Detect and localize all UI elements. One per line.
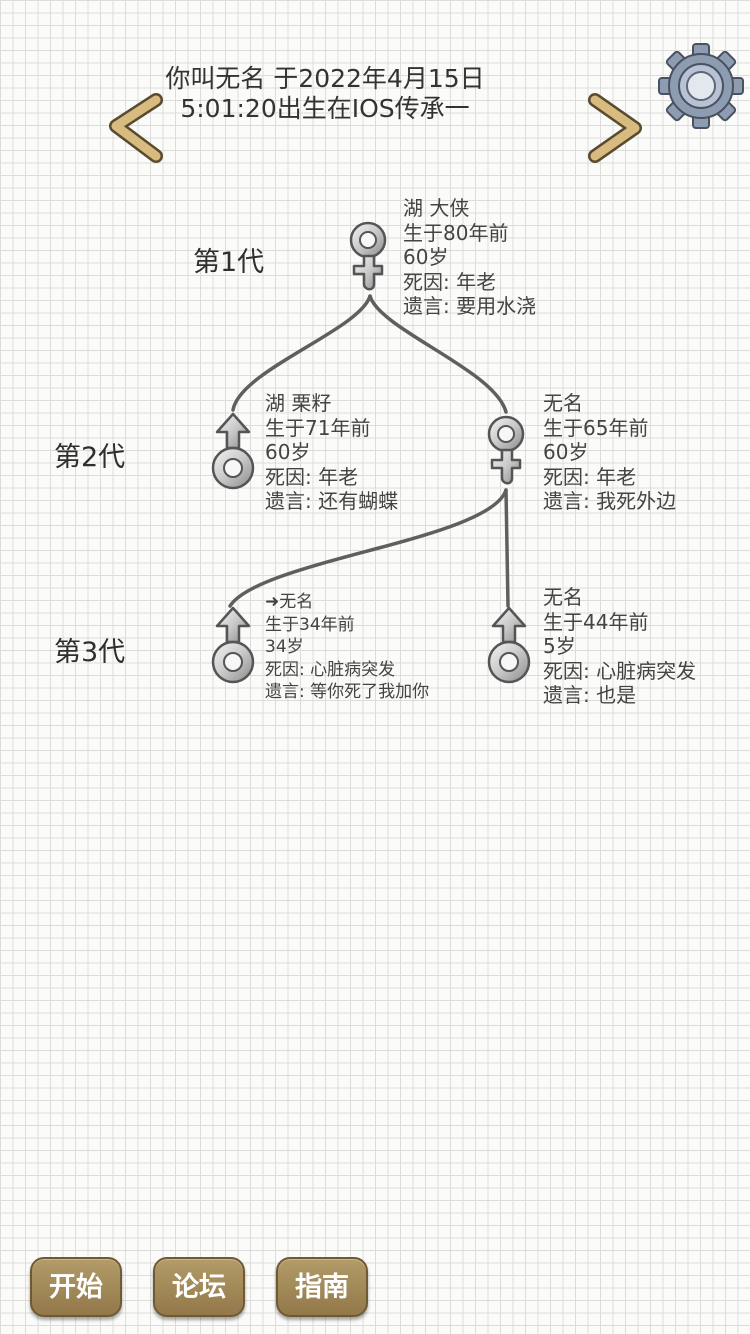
person-death-cause: 死因: 心脏病突发 — [543, 658, 697, 683]
generation-label-3: 第3代 — [54, 637, 126, 668]
person-name: 无名 — [543, 391, 583, 415]
person-last-words: 遗言: 也是 — [543, 683, 637, 707]
gear-icon[interactable] — [657, 42, 745, 130]
family-tree-connections — [228, 294, 510, 608]
person-death-cause: 死因: 年老 — [543, 464, 637, 489]
female-symbol-icon[interactable] — [344, 218, 396, 300]
person-name: 湖 大侠 — [403, 196, 470, 220]
person-age: 34岁 — [265, 637, 304, 657]
person-info-g3a: ➜无名 生于34年前 34岁 死因: 心脏病突发 遗言: 等你死了我加你 — [265, 591, 429, 704]
generation-label-1: 第1代 — [193, 247, 265, 278]
person-death-cause: 死因: 心脏病突发 — [265, 659, 396, 680]
guide-button[interactable]: 指南 — [276, 1257, 368, 1317]
person-last-words: 遗言: 要用水浇 — [403, 294, 537, 318]
forum-button[interactable]: 论坛 — [153, 1257, 245, 1317]
person-born: 生于34年前 — [265, 614, 355, 635]
person-age: 5岁 — [543, 634, 576, 658]
person-age: 60岁 — [265, 440, 311, 464]
male-symbol-icon[interactable] — [207, 604, 259, 686]
line-g1-to-g2b — [368, 294, 508, 414]
person-born: 生于80年前 — [403, 220, 509, 245]
generation-label-2: 第2代 — [54, 442, 126, 473]
person-death-cause: 死因: 年老 — [403, 269, 497, 294]
person-born: 生于44年前 — [543, 609, 649, 634]
person-age: 60岁 — [543, 440, 589, 464]
start-button[interactable]: 开始 — [30, 1257, 122, 1317]
person-last-words: 遗言: 等你死了我加你 — [265, 682, 430, 702]
person-info-g2b: 无名 生于65年前 60岁 死因: 年老 遗言: 我死外边 — [543, 391, 676, 514]
person-last-words: 遗言: 还有蝴蝶 — [265, 489, 399, 513]
person-name: 无名 — [543, 585, 583, 609]
title-line-2: 5:01:20出生在IOS传承一 — [180, 94, 470, 123]
title-line-1: 你叫无名 于2022年4月15日 — [165, 64, 485, 93]
line-g2b-to-g3a — [228, 488, 508, 608]
male-symbol-icon[interactable] — [483, 604, 535, 686]
line-g1-to-g2a — [231, 294, 372, 412]
chevron-right-icon[interactable] — [583, 92, 643, 166]
person-info-g2a: 湖 栗籽 生于71年前 60岁 死因: 年老 遗言: 还有蝴蝶 — [265, 391, 398, 514]
person-name: 湖 栗籽 — [265, 391, 332, 415]
person-death-cause: 死因: 年老 — [265, 464, 359, 489]
person-info-g3b: 无名 生于44年前 5岁 死因: 心脏病突发 遗言: 也是 — [543, 585, 696, 708]
person-last-words: 遗言: 我死外边 — [543, 489, 677, 513]
person-name: ➜无名 — [265, 592, 314, 612]
female-symbol-icon[interactable] — [482, 412, 534, 494]
person-born: 生于71年前 — [265, 415, 371, 440]
page-title: 你叫无名 于2022年4月15日 5:01:20出生在IOS传承一 — [150, 64, 500, 124]
person-info-g1: 湖 大侠 生于80年前 60岁 死因: 年老 遗言: 要用水浇 — [403, 196, 536, 319]
person-age: 60岁 — [403, 245, 449, 269]
chevron-left-icon[interactable] — [108, 92, 168, 166]
person-born: 生于65年前 — [543, 415, 649, 440]
male-symbol-icon[interactable] — [207, 410, 259, 492]
line-g2b-to-g3b — [504, 488, 510, 608]
